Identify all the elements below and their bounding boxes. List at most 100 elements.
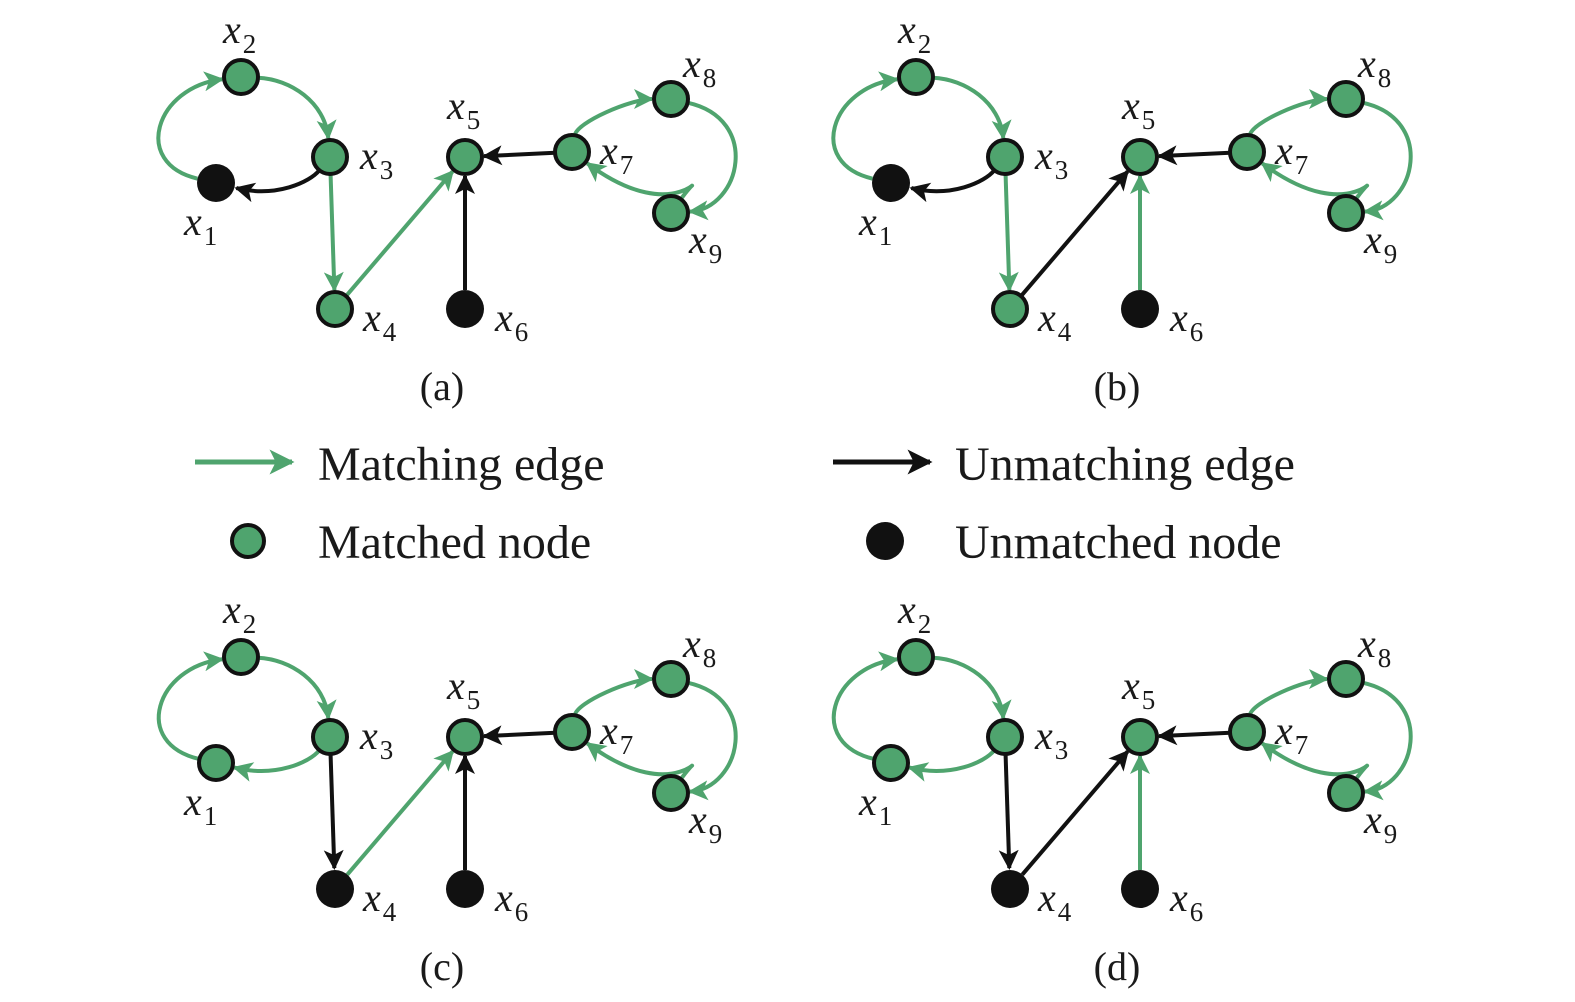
unmatching-edge-x4-x5 (1019, 169, 1130, 298)
matched-node-x9 (1327, 194, 1365, 232)
matched-node-x9 (652, 194, 690, 232)
node-label-x1: x1 (858, 779, 892, 831)
matching-edge-x1-x2 (156, 71, 225, 181)
matching-edge-x7-x8 (572, 89, 654, 137)
matching-edge-x2-x3 (257, 75, 337, 141)
legend-matched-node-icon (230, 523, 266, 559)
node-label-x6: x6 (1169, 295, 1203, 347)
matched-node-x2 (897, 58, 935, 96)
node-label-x8: x8 (682, 41, 716, 93)
matched-node-x8 (1327, 80, 1365, 118)
panel-caption: (b) (1094, 364, 1141, 409)
unmatching-edge-x3-x1 (234, 168, 321, 203)
node-label-x2: x2 (897, 7, 931, 59)
matched-node-x9 (652, 774, 690, 812)
matching-edge-x8-x9 (687, 680, 738, 801)
matched-node-x2 (222, 58, 260, 96)
legend-item-unmatched-node: Unmatched node (866, 516, 1282, 569)
matching-edge-x7-x8 (1247, 669, 1329, 717)
matched-node-x3 (986, 718, 1024, 756)
panels-layer: x1x2x3x4x5x6x7x8x9(a)x1x2x3x4x5x6x7x8x9(… (156, 7, 1413, 989)
node-label-x2: x2 (897, 587, 931, 639)
matching-edge-x2-x3 (932, 655, 1012, 721)
panel-caption: (c) (420, 944, 464, 989)
unmatched-node-x6 (1121, 290, 1159, 328)
node-label-x1: x1 (183, 779, 217, 831)
matching-edge-x4-x5 (345, 749, 455, 876)
node-label-x6: x6 (494, 875, 528, 927)
matched-node-x9 (1327, 774, 1365, 812)
node-label-x4: x4 (1037, 875, 1072, 927)
matching-edge-x1-x2 (831, 71, 900, 181)
matching-edge-x9-x7 (585, 161, 695, 201)
matched-node-x2 (222, 638, 260, 676)
matched-node-x8 (652, 80, 690, 118)
matching-edge-x2-x3 (932, 75, 1012, 141)
legend-matched-node-label: Matched node (318, 516, 591, 569)
legend: Matching edge Unmatching edge Matched no… (195, 438, 1295, 569)
matching-edge-x1-x2 (156, 651, 225, 762)
matched-node-x3 (311, 138, 349, 176)
matched-node-x3 (986, 138, 1024, 176)
node-label-x3: x3 (359, 133, 393, 185)
matching-edge-x3-x1 (907, 748, 996, 782)
matching-edge-x4-x5 (344, 169, 455, 298)
unmatching-edge-x7-x5 (1156, 145, 1231, 166)
unmatching-edge-x3-x4 (998, 753, 1019, 871)
node-label-x4: x4 (1037, 295, 1072, 347)
matched-node-x3 (311, 718, 349, 756)
unmatching-edge-x7-x5 (1156, 725, 1231, 746)
node-label-x8: x8 (682, 621, 716, 673)
legend-unmatched-node-label: Unmatched node (955, 516, 1282, 569)
node-label-x2: x2 (222, 587, 256, 639)
panel-caption: (a) (420, 364, 464, 409)
node-label-x3: x3 (1034, 713, 1068, 765)
unmatched-node-x6 (446, 870, 484, 908)
matched-node-x5 (446, 138, 484, 176)
legend-item-unmatching-edge: Unmatching edge (833, 438, 1295, 491)
unmatched-node-x6 (1121, 870, 1159, 908)
matching-edge-x3-x4 (323, 173, 344, 293)
node-label-x6: x6 (494, 295, 528, 347)
node-label-x9: x9 (688, 217, 722, 269)
node-label-x4: x4 (362, 875, 397, 927)
legend-item-matching-edge: Matching edge (195, 438, 605, 491)
node-label-x4: x4 (362, 295, 397, 347)
node-label-x5: x5 (446, 663, 480, 715)
unmatched-node-x4 (991, 870, 1029, 908)
node-label-x6: x6 (1169, 875, 1203, 927)
matched-node-x1 (872, 744, 910, 782)
matching-edge-x8-x9 (687, 100, 738, 221)
matching-edge-x8-x9 (1362, 680, 1413, 801)
node-label-x9: x9 (688, 797, 722, 849)
unmatched-node-x6 (446, 290, 484, 328)
matched-node-x7 (553, 133, 591, 171)
node-label-x8: x8 (1357, 621, 1391, 673)
matched-node-x7 (1228, 133, 1266, 171)
node-label-x9: x9 (1363, 797, 1397, 849)
matching-edge-x7-x8 (572, 669, 654, 717)
node-label-x5: x5 (446, 83, 480, 135)
node-label-x7: x7 (1274, 128, 1308, 180)
matching-edge-x8-x9 (1362, 100, 1413, 221)
node-label-x9: x9 (1363, 217, 1397, 269)
matching-edge-x9-x7 (585, 741, 695, 781)
matching-edge-x1-x2 (831, 651, 900, 762)
matched-node-x7 (1228, 713, 1266, 751)
matching-edge-x3-x4 (998, 173, 1019, 293)
node-label-x5: x5 (1121, 83, 1155, 135)
node-label-x1: x1 (183, 199, 217, 251)
legend-item-matched-node: Matched node (230, 516, 591, 569)
unmatched-node-x1 (872, 164, 910, 202)
matching-edge-x7-x8 (1247, 89, 1329, 137)
unmatching-edge-x4-x5 (1020, 749, 1130, 876)
unmatching-edge-x7-x5 (481, 145, 556, 166)
matched-node-x5 (1121, 718, 1159, 756)
legend-matching-edge-label: Matching edge (318, 438, 605, 491)
legend-unmatching-edge-label: Unmatching edge (955, 438, 1295, 491)
node-label-x1: x1 (858, 199, 892, 251)
unmatching-edge-x7-x5 (481, 725, 556, 746)
